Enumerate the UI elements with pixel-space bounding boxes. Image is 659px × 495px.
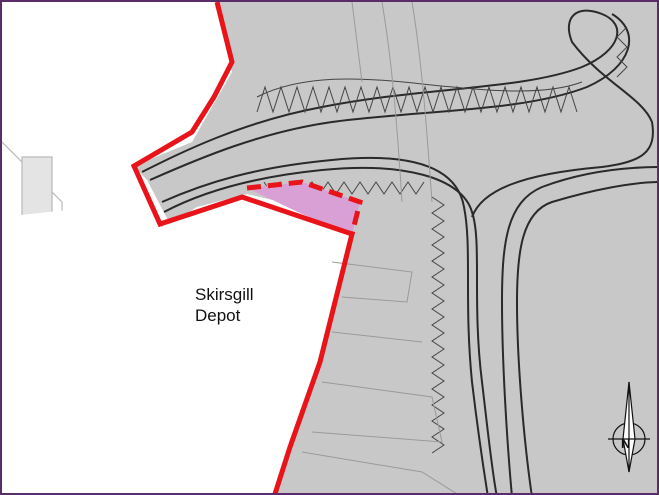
depot-plot <box>2 200 352 493</box>
depot-name-line1: Skirsgill <box>195 285 254 304</box>
red-site-boundary <box>130 2 355 493</box>
landscape-area <box>134 2 657 493</box>
north-label: N <box>621 436 631 451</box>
dashed-red-boundary <box>246 179 363 235</box>
highlighted-area <box>247 182 360 234</box>
depot-name-line2: Depot <box>195 306 241 325</box>
north-arrow-icon <box>608 381 650 473</box>
faint-paths <box>301 2 457 493</box>
